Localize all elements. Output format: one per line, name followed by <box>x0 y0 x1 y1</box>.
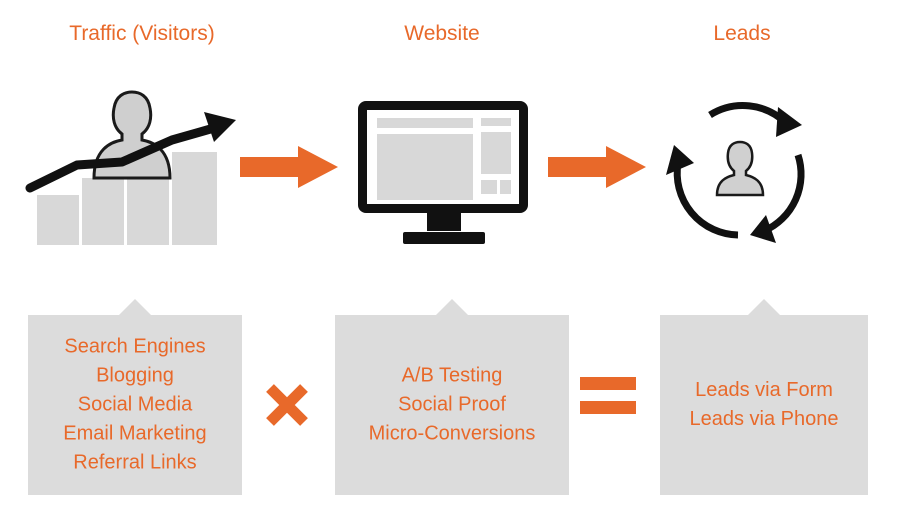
leads-channels-box: Leads via Form Leads via Phone <box>660 299 868 495</box>
traffic-title: Traffic (Visitors) <box>69 22 215 45</box>
lead-cycle-icon <box>660 93 820 258</box>
list-item: Micro-Conversions <box>368 422 536 445</box>
list-item: Blogging <box>96 364 174 387</box>
list-item: Leads via Form <box>695 379 833 401</box>
leads-title: Leads <box>713 22 771 45</box>
list-item: Referral Links <box>73 451 197 474</box>
traffic-sources-box: Search Engines Blogging Social Media Ema… <box>28 299 242 495</box>
website-tactics-box: A/B Testing Social Proof Micro-Conversio… <box>335 299 569 495</box>
list-item: Social Proof <box>398 393 506 416</box>
list-item: Search Engines <box>64 335 206 358</box>
multiply-icon <box>262 380 312 435</box>
traffic-growth-icon <box>22 90 247 255</box>
arrow-right-icon <box>548 146 648 193</box>
list-item: Leads via Phone <box>689 408 839 430</box>
list-item: Social Media <box>77 393 193 416</box>
website-title: Website <box>404 22 480 45</box>
monitor-icon <box>355 98 535 253</box>
list-item: A/B Testing <box>401 364 503 387</box>
list-item: Email Marketing <box>63 422 207 445</box>
arrow-right-icon <box>240 146 340 193</box>
equals-icon <box>580 375 638 422</box>
